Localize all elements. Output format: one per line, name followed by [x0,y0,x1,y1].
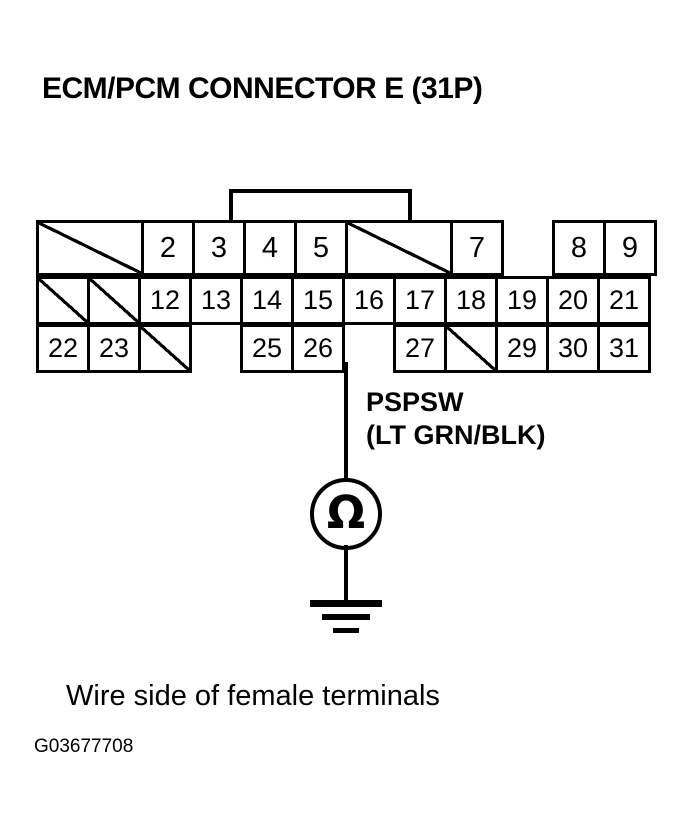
pin-cell-unused [87,276,141,325]
ohm-glyph-icon: Ω [326,486,366,539]
ground-bar-2-icon [322,614,370,620]
wire-lead-lower [344,545,348,602]
pin-cell-19: 19 [495,276,549,325]
pin-cell-unused [138,324,192,373]
pin-cell-20: 20 [546,276,600,325]
pin-cell-13: 13 [189,276,243,325]
pin-cell-16: 16 [342,276,396,325]
pin-cell-empty [501,220,555,276]
pin-cell-31: 31 [597,324,651,373]
pin-cell-empty [342,324,396,373]
wire-signal-name: PSPSW [366,387,464,417]
pin-cell-18: 18 [444,276,498,325]
wire-color-code: (LT GRN/BLK) [366,419,546,450]
pin-cell-4: 4 [243,220,297,276]
pin-cell-8: 8 [552,220,606,276]
pin-cell-22: 22 [36,324,90,373]
pin-cell-unused [345,220,453,276]
pin-cell-26: 26 [291,324,345,373]
pin-cell-15: 15 [291,276,345,325]
connector-latch-tab [229,189,412,222]
wire-label: PSPSW (LT GRN/BLK) [366,386,545,452]
pin-cell-29: 29 [495,324,549,373]
pin-cell-30: 30 [546,324,600,373]
pin-cell-21: 21 [597,276,651,325]
pin-cell-25: 25 [240,324,294,373]
pin-cell-empty [189,324,243,373]
page-title: ECM/PCM CONNECTOR E (31P) [42,72,483,105]
pin-cell-5: 5 [294,220,348,276]
ground-bar-1-icon [310,600,382,607]
pin-cell-unused [36,220,144,276]
ohmmeter-symbol: Ω [310,478,382,550]
figure-id: G03677708 [34,736,134,757]
pin-cell-2: 2 [141,220,195,276]
pin-cell-27: 27 [393,324,447,373]
wire-lead-upper [344,362,348,487]
pin-cell-17: 17 [393,276,447,325]
pin-cell-3: 3 [192,220,246,276]
diagram-caption: Wire side of female terminals [66,680,440,712]
pin-cell-12: 12 [138,276,192,325]
pin-cell-9: 9 [603,220,657,276]
pin-cell-unused [36,276,90,325]
pin-cell-7: 7 [450,220,504,276]
pin-cell-unused [444,324,498,373]
pin-cell-23: 23 [87,324,141,373]
pin-cell-14: 14 [240,276,294,325]
ground-bar-3-icon [333,628,359,633]
